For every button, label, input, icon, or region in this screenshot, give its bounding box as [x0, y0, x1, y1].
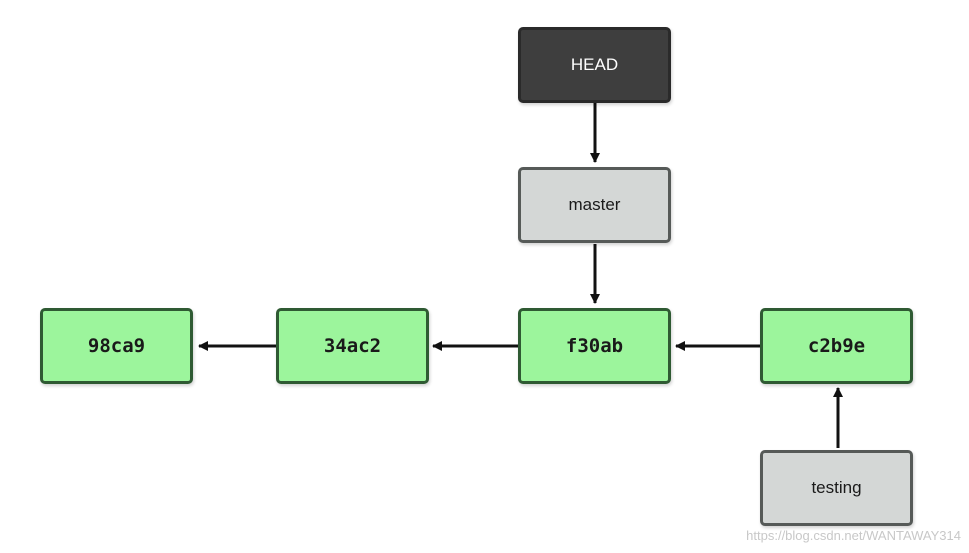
commit-id-label: f30ab	[565, 335, 624, 357]
commit-id-label: 34ac2	[323, 335, 382, 357]
head-pointer-node: HEAD	[518, 27, 671, 103]
master-branch-node: master	[518, 167, 671, 243]
commit-id-label: c2b9e	[807, 335, 866, 357]
commit-node-34ac2: 34ac2	[276, 308, 429, 384]
commit-node-c2b9e: c2b9e	[760, 308, 913, 384]
head-label: HEAD	[570, 55, 619, 74]
master-label: master	[568, 195, 621, 214]
testing-branch-node: testing	[760, 450, 913, 526]
watermark-text: https://blog.csdn.net/WANTAWAY314	[746, 528, 961, 543]
commit-node-98ca9: 98ca9	[40, 308, 193, 384]
commit-node-f30ab: f30ab	[518, 308, 671, 384]
testing-label: testing	[811, 478, 862, 497]
commit-id-label: 98ca9	[87, 335, 146, 357]
